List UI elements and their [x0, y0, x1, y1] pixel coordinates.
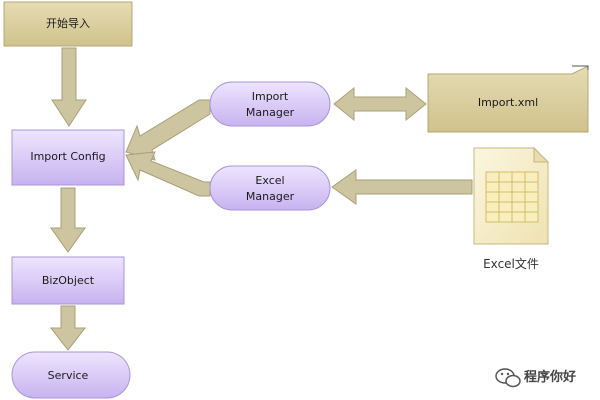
watermark-text: 程序你好 — [524, 369, 576, 385]
import-xml-node: Import.xml — [427, 65, 589, 133]
excel-manager-node: Excel Manager — [209, 165, 331, 211]
excel-manager-label-line2: Manager — [246, 190, 295, 203]
start-node-label: 开始导入 — [46, 16, 90, 30]
import-manager-node: Import Manager — [209, 81, 331, 127]
import-manager-label-line1: Import — [252, 90, 289, 103]
arrow-import-config-to-bizobject — [50, 187, 86, 253]
import-manager-label-line2: Manager — [246, 106, 295, 119]
arrow-start-to-import-config — [51, 47, 87, 127]
service-node: Service — [11, 351, 131, 399]
excel-file-icon — [473, 146, 550, 245]
import-config-node: Import Config — [11, 129, 125, 186]
arrow-excel-file-to-excel-manager — [331, 169, 473, 205]
import-config-label: Import Config — [30, 150, 105, 163]
wechat-icon — [495, 368, 521, 388]
excel-file-caption: Excel文件 — [483, 256, 539, 271]
arrow-import-manager-to-import-config — [125, 99, 211, 161]
import-xml-label: Import.xml — [478, 96, 538, 109]
arrow-import-manager-import-xml — [333, 86, 427, 122]
bizobject-node: BizObject — [11, 256, 125, 305]
arrow-excel-manager-to-import-config — [125, 151, 211, 197]
bizobject-label: BizObject — [42, 274, 95, 287]
excel-manager-label-line1: Excel — [255, 174, 284, 187]
spreadsheet-grid — [485, 171, 539, 223]
start-node: 开始导入 — [3, 1, 133, 47]
arrow-bizobject-to-service — [49, 305, 87, 351]
watermark: 程序你好 — [495, 368, 576, 388]
service-label: Service — [48, 369, 89, 382]
